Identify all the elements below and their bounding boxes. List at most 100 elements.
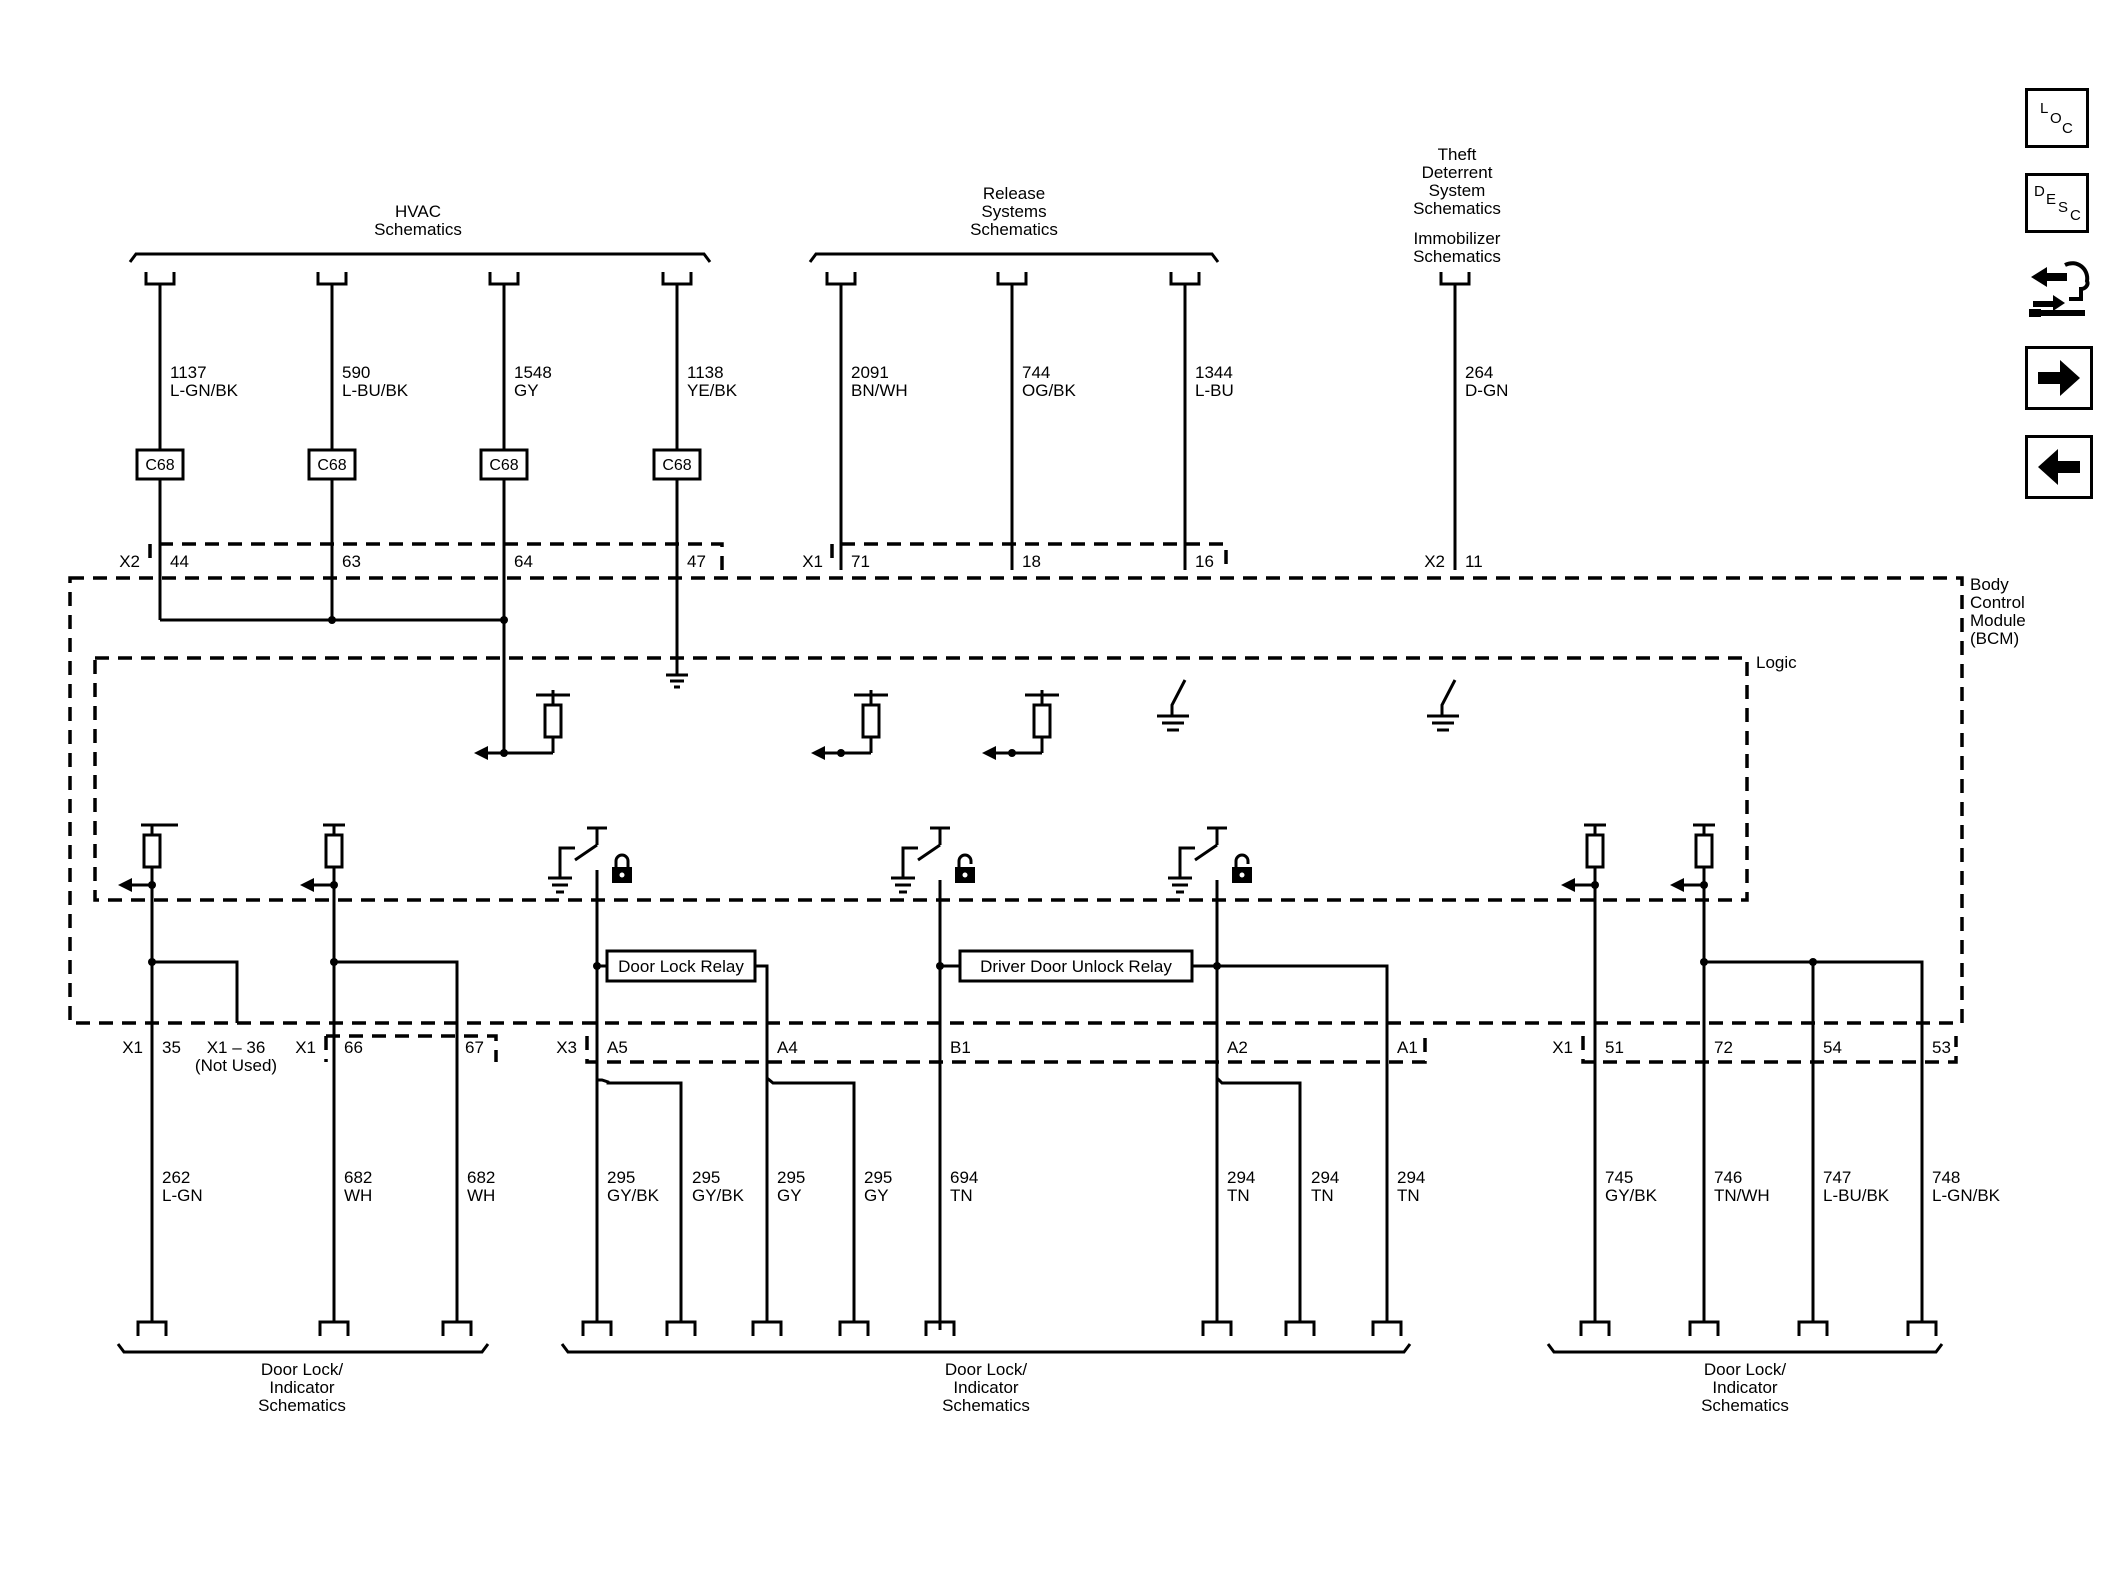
connector-view-icon xyxy=(2029,261,2090,317)
svg-text:Control: Control xyxy=(1970,593,2025,612)
svg-text:L-BU/BK: L-BU/BK xyxy=(342,381,409,400)
svg-text:53: 53 xyxy=(1932,1038,1951,1057)
svg-text:16: 16 xyxy=(1195,552,1214,571)
door-lock-brace-center xyxy=(560,1343,1412,1354)
svg-text:S: S xyxy=(2058,199,2068,216)
previous-page-button[interactable] xyxy=(2025,435,2093,499)
svg-text:TN: TN xyxy=(950,1186,973,1205)
svg-text:294: 294 xyxy=(1397,1168,1425,1187)
svg-text:1138: 1138 xyxy=(687,363,724,382)
svg-text:X1: X1 xyxy=(122,1038,143,1057)
svg-text:YE/BK: YE/BK xyxy=(687,381,738,400)
top-wire-label-744: 744 OG/BK xyxy=(1022,363,1077,400)
x3-connector[interactable]: X3 A5 A4 B1 A2 A1 xyxy=(556,1038,1418,1057)
svg-text:63: 63 xyxy=(342,552,361,571)
svg-text:O: O xyxy=(2050,110,2062,127)
svg-text:1548: 1548 xyxy=(514,363,552,382)
svg-text:744: 744 xyxy=(1022,363,1050,382)
svg-text:748: 748 xyxy=(1932,1168,1960,1187)
theft-group-label[interactable]: Theft Deterrent System Schematics xyxy=(1413,145,1501,218)
desc-icon: D E S C xyxy=(2034,183,2081,224)
desc-button[interactable]: D E S C xyxy=(2025,173,2089,233)
svg-text:Release: Release xyxy=(983,184,1045,203)
svg-text:Schematics: Schematics xyxy=(942,1396,1030,1415)
top-wire-label-590: 590 L-BU/BK xyxy=(342,363,409,400)
svg-text:L-BU: L-BU xyxy=(1195,381,1234,400)
svg-text:L-GN/BK: L-GN/BK xyxy=(1932,1186,2001,1205)
previous-arrow-icon xyxy=(2038,449,2080,485)
svg-text:1137: 1137 xyxy=(170,363,207,382)
release-group-label[interactable]: Release Systems Schematics xyxy=(970,184,1058,239)
svg-text:295: 295 xyxy=(692,1168,720,1187)
svg-text:X1: X1 xyxy=(295,1038,316,1057)
x1-66-67-connector[interactable]: X1 66 67 xyxy=(295,1038,484,1057)
svg-text:2091: 2091 xyxy=(851,363,889,382)
svg-text:Indicator: Indicator xyxy=(1712,1378,1778,1397)
svg-text:L: L xyxy=(2040,100,2048,117)
svg-text:295: 295 xyxy=(777,1168,805,1187)
svg-text:X1: X1 xyxy=(1552,1038,1573,1057)
svg-text:682: 682 xyxy=(344,1168,372,1187)
logic-block-outline xyxy=(93,656,1749,902)
x2-theft-connector[interactable]: X2 11 xyxy=(1424,552,1482,571)
top-wire-label-264: 264 D-GN xyxy=(1465,363,1508,400)
svg-text:C68: C68 xyxy=(662,457,691,474)
hvac-wires-below-c68 xyxy=(158,479,679,753)
svg-text:294: 294 xyxy=(1227,1168,1255,1187)
x1-top-connector[interactable]: X1 71 18 16 xyxy=(802,552,1214,571)
unlock-icon xyxy=(955,853,975,883)
c68-connector[interactable]: C68 xyxy=(307,448,357,481)
svg-text:18: 18 xyxy=(1022,552,1041,571)
svg-text:HVAC: HVAC xyxy=(395,202,441,221)
svg-text:Systems: Systems xyxy=(981,202,1046,221)
driver-door-unlock-relay[interactable]: Driver Door Unlock Relay xyxy=(936,949,1389,1310)
release-internal-circuits xyxy=(811,679,1459,760)
unlock-icon xyxy=(1232,853,1252,883)
svg-text:Module: Module xyxy=(1970,611,2026,630)
loc-button[interactable]: L O C xyxy=(2025,88,2089,148)
relay-switches xyxy=(548,826,1227,1330)
x1-36-not-used-connector[interactable]: X1 – 36 (Not Used) xyxy=(195,1038,277,1075)
svg-text:Door Lock/: Door Lock/ xyxy=(261,1360,343,1379)
next-page-button[interactable] xyxy=(2025,346,2093,410)
svg-text:1344: 1344 xyxy=(1195,363,1233,382)
x1-right-connector[interactable]: X1 51 72 54 53 xyxy=(1552,1038,1951,1057)
svg-text:A1: A1 xyxy=(1397,1038,1418,1057)
svg-text:X1: X1 xyxy=(802,552,823,571)
svg-text:71: 71 xyxy=(851,552,870,571)
svg-text:294: 294 xyxy=(1311,1168,1339,1187)
svg-text:X3: X3 xyxy=(556,1038,577,1057)
door-lock-brace-left xyxy=(116,1343,490,1354)
loc-icon: L O C xyxy=(2040,100,2073,137)
x2-top-connector[interactable]: X2 44 63 64 47 xyxy=(119,552,706,571)
c68-connector[interactable]: C68 xyxy=(135,448,185,481)
release-brace xyxy=(808,252,1220,263)
svg-text:Door Lock/: Door Lock/ xyxy=(1704,1360,1786,1379)
x1-35-connector[interactable]: X1 35 xyxy=(122,1038,181,1057)
door-lock-group-label-right[interactable]: Door Lock/ Indicator Schematics xyxy=(1701,1360,1789,1415)
svg-text:Schematics: Schematics xyxy=(970,220,1058,239)
c68-connector[interactable]: C68 xyxy=(652,448,702,481)
svg-text:47: 47 xyxy=(687,552,706,571)
next-arrow-icon xyxy=(2038,360,2080,396)
x3-crossover-wires xyxy=(595,1047,1302,1310)
bcm-module-label[interactable]: Body Control Module (BCM) xyxy=(1970,575,2026,648)
svg-text:67: 67 xyxy=(465,1038,484,1057)
door-lock-group-label-center[interactable]: Door Lock/ Indicator Schematics xyxy=(942,1360,1030,1415)
pullup-circuits-right xyxy=(1561,823,1924,1310)
c68-connector[interactable]: C68 xyxy=(479,448,529,481)
svg-text:(Not Used): (Not Used) xyxy=(195,1056,277,1075)
bcm-module-outline xyxy=(68,576,1964,1025)
immobilizer-group-label[interactable]: Immobilizer Schematics xyxy=(1413,229,1501,266)
svg-text:Door Lock/: Door Lock/ xyxy=(945,1360,1027,1379)
svg-text:(BCM): (BCM) xyxy=(1970,629,2019,648)
svg-text:TN: TN xyxy=(1227,1186,1250,1205)
hvac-group-label[interactable]: HVAC Schematics xyxy=(374,202,462,239)
svg-text:GY/BK: GY/BK xyxy=(607,1186,660,1205)
connector-view-button[interactable] xyxy=(2025,255,2095,327)
door-lock-group-label-left[interactable]: Door Lock/ Indicator Schematics xyxy=(258,1360,346,1415)
svg-text:WH: WH xyxy=(344,1186,372,1205)
door-lock-relay[interactable]: Door Lock Relay xyxy=(593,949,769,1047)
svg-text:C: C xyxy=(2070,207,2081,224)
